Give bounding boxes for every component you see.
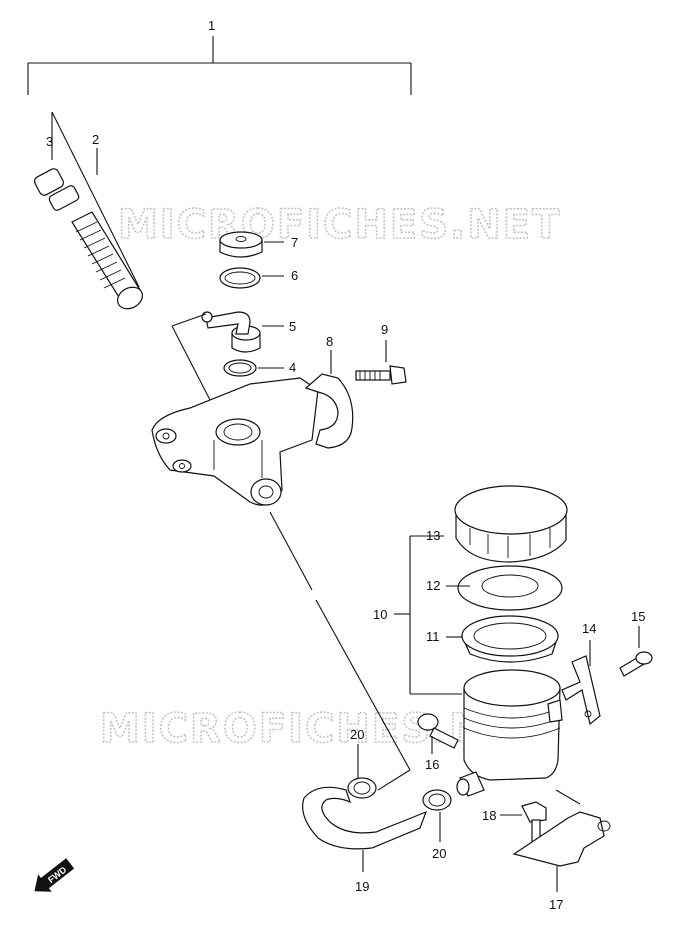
callout-13: 13 (426, 528, 440, 543)
callout-3: 3 (46, 134, 53, 149)
callout-9: 9 (381, 322, 388, 337)
callout-2: 2 (92, 132, 99, 147)
part-4-oring (223, 359, 284, 377)
callout-1: 1 (208, 18, 215, 33)
part-18-bolt (500, 801, 547, 849)
part-11-diaphragm (461, 615, 559, 663)
callout-19: 19 (355, 879, 369, 894)
callout-17: 17 (549, 897, 563, 912)
master-cylinder-body (151, 313, 319, 506)
part-5-elbow (201, 311, 284, 353)
part-17-bracket (512, 789, 611, 892)
callout-18: 18 (482, 808, 496, 823)
callout-20-lower: 20 (432, 846, 446, 861)
part-20-clip-upper (347, 744, 377, 799)
part-10-reservoir (394, 535, 563, 797)
assembly-bracket-1 (27, 36, 412, 95)
part-14-bracket (561, 640, 601, 726)
callout-20-upper: 20 (350, 727, 364, 742)
callout-15: 15 (631, 609, 645, 624)
callout-7: 7 (291, 235, 298, 250)
part-8-clamp (304, 350, 354, 449)
callout-14: 14 (582, 621, 596, 636)
callout-6: 6 (291, 268, 298, 283)
fwd-arrow-icon: FWD (34, 858, 75, 892)
callout-10: 10 (373, 607, 387, 622)
piston-assembly (33, 111, 144, 310)
part-7-cap (219, 231, 284, 258)
part-15-screw (619, 626, 653, 677)
callout-11: 11 (426, 629, 440, 644)
part-6-circlip (219, 267, 284, 289)
part-20-clip-lower (422, 789, 452, 842)
callout-12: 12 (426, 578, 440, 593)
callout-16: 16 (425, 757, 439, 772)
watermark-top: MICROFICHES.NET (118, 202, 561, 248)
part-13-reservoir-cap (454, 485, 568, 563)
part-16-bolt (417, 713, 459, 754)
part-9-bolt (355, 340, 407, 385)
part-19-hose (302, 786, 428, 872)
part-12-plate (457, 565, 563, 611)
callout-4: 4 (289, 360, 296, 375)
routing-line (269, 511, 411, 791)
callout-5: 5 (289, 319, 296, 334)
callout-8: 8 (326, 334, 333, 349)
